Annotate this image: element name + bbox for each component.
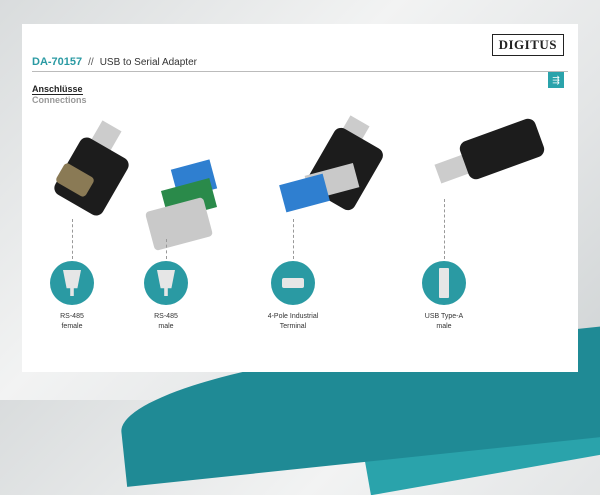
label-line: female <box>61 323 83 330</box>
label-line: 4-Pole Industrial <box>267 313 319 320</box>
leader-line <box>444 199 445 259</box>
label-line: Terminal <box>279 323 307 330</box>
connection-label: USB Type-A male <box>394 312 494 332</box>
section-title: Anschlüsse <box>32 84 83 95</box>
page-header: DA-70157 // USB to Serial Adapter <box>32 56 568 72</box>
db9-connector-icon <box>50 261 94 305</box>
separator: // <box>88 57 94 68</box>
product-title: USB to Serial Adapter <box>99 57 197 68</box>
product-sku: DA-70157 <box>32 56 83 68</box>
brand-logo: DIGITUS <box>491 34 564 56</box>
leader-line <box>293 219 294 259</box>
usb-icon: ⇶ <box>548 72 564 88</box>
usb-plug-icon <box>422 261 466 305</box>
leader-line <box>166 239 167 259</box>
assembled-adapter-image <box>277 115 397 229</box>
product-sheet: DIGITUS DA-70157//USB to Serial Adapter … <box>22 24 578 372</box>
label-line: USB Type-A <box>424 313 464 320</box>
terminal-adapter-image <box>144 159 224 254</box>
leader-line <box>72 219 73 259</box>
adapter-image <box>51 120 144 219</box>
label-line: male <box>158 323 174 330</box>
section-subtitle: Connections <box>32 95 87 105</box>
label-line: RS-485 <box>154 313 178 320</box>
connection-label: RS-485 female <box>22 312 122 332</box>
label-line: RS-485 <box>60 313 84 320</box>
terminal-block-icon <box>271 261 315 305</box>
label-line: male <box>436 323 452 330</box>
adapter-rear-image <box>432 109 552 209</box>
db9-connector-icon <box>144 261 188 305</box>
connection-label: RS-485 male <box>116 312 216 332</box>
